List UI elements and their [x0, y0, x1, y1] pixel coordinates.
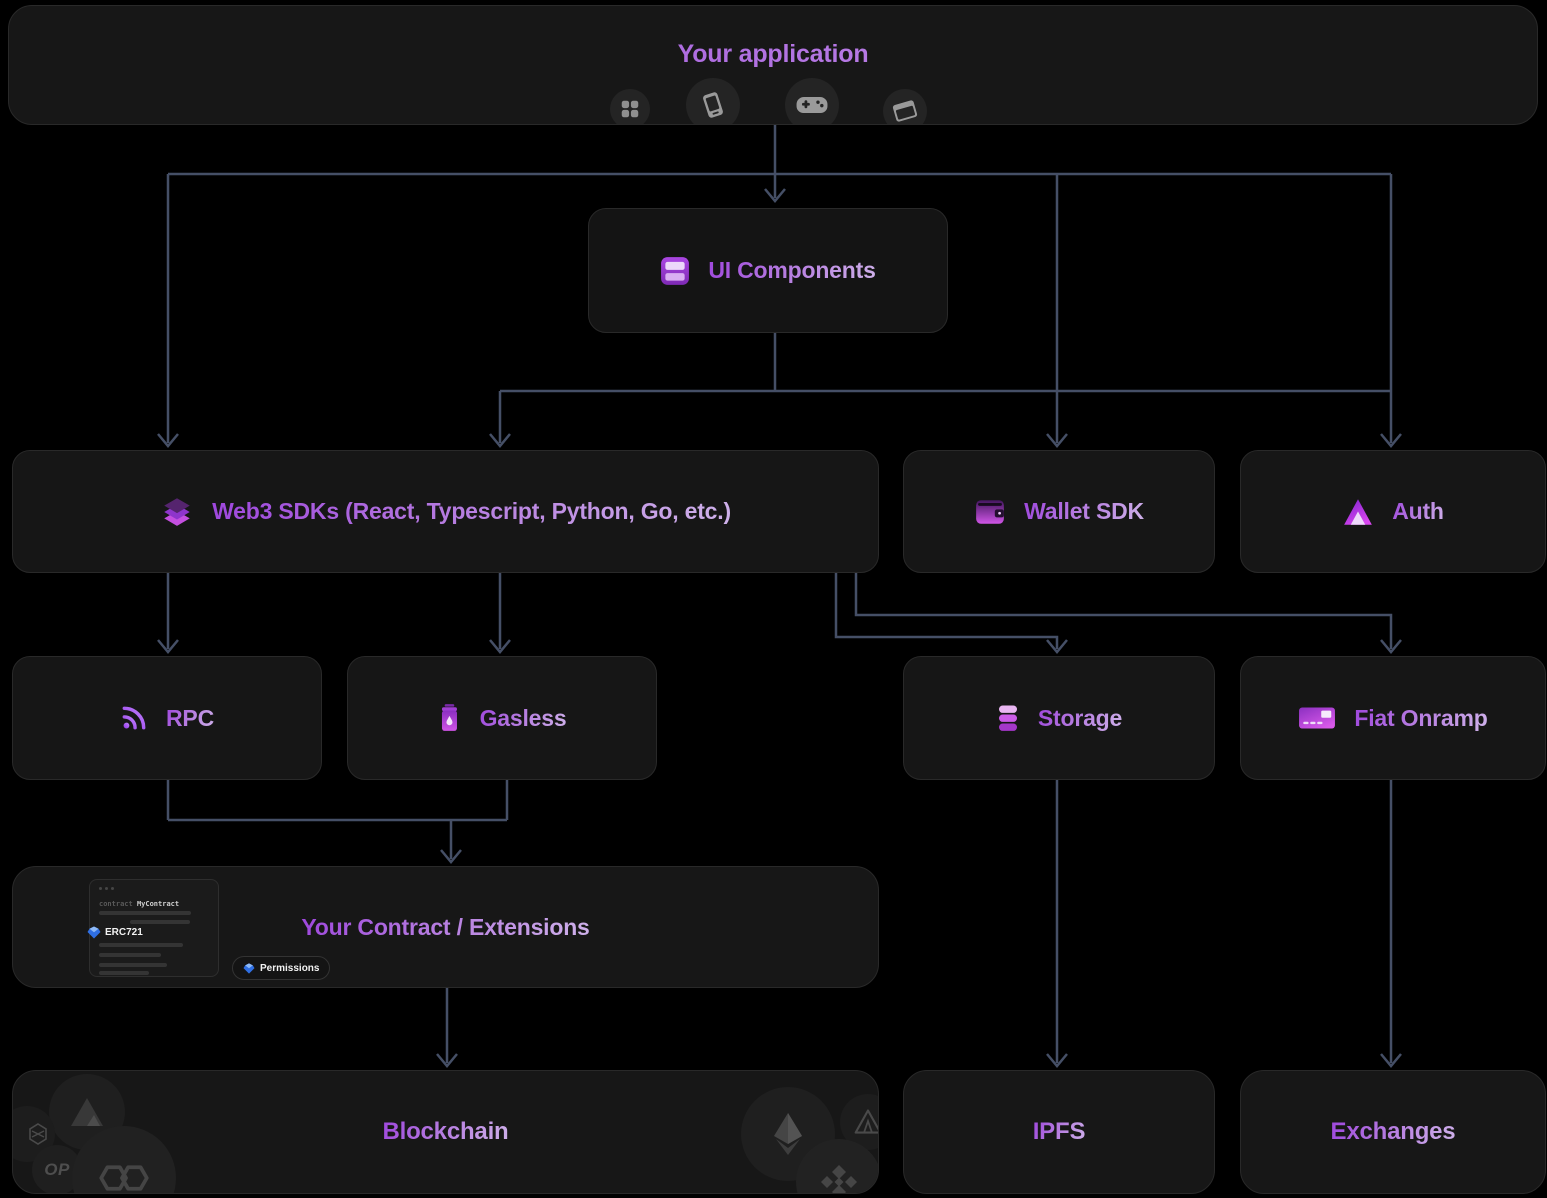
node-label: IPFS	[1032, 1118, 1086, 1145]
window-dots-icon	[99, 887, 114, 890]
node-label: Blockchain	[382, 1118, 509, 1145]
node-gasless: Gasless	[347, 656, 657, 780]
node-label: Wallet SDK	[1024, 498, 1144, 524]
node-label: Gasless	[479, 704, 567, 731]
node-label: Fiat Onramp	[1354, 704, 1488, 731]
platform-badge	[610, 89, 650, 124]
bnb-icon	[821, 1165, 857, 1193]
code-placeholder-bar	[99, 953, 161, 957]
code-placeholder-bar	[99, 943, 183, 947]
avalanche-icon	[71, 1098, 103, 1126]
gem-icon	[243, 962, 255, 974]
optimism-icon: OP	[44, 1160, 70, 1179]
node-label: Auth	[1392, 498, 1444, 524]
code-placeholder-bar	[130, 920, 190, 924]
code-placeholder-bar	[99, 971, 149, 975]
auth-triangle-icon	[1342, 497, 1374, 527]
platform-badge	[686, 78, 740, 124]
browser-window-icon	[892, 100, 918, 122]
node-blockchain: Blockchain OP	[12, 1070, 879, 1194]
contract-code-line: contract MyContract	[99, 900, 179, 908]
fantom-icon	[29, 1123, 47, 1145]
code-placeholder-bar	[99, 911, 191, 915]
node-label: UI Components	[708, 257, 876, 283]
node-wallet-sdk: Wallet SDK	[903, 450, 1215, 573]
node-label: Storage	[1037, 704, 1123, 731]
arbitrum-icon	[854, 1109, 878, 1134]
rpc-rss-icon	[120, 704, 148, 732]
database-icon	[996, 703, 1020, 733]
node-exchanges: Exchanges	[1240, 1070, 1546, 1194]
your-application-box: Your application	[8, 5, 1538, 125]
credit-card-icon	[1298, 704, 1336, 732]
permissions-badge: Permissions	[232, 956, 331, 980]
gas-pump-icon	[438, 703, 462, 733]
node-rpc: RPC	[12, 656, 322, 780]
platform-badge	[785, 78, 839, 124]
chain-badge	[49, 1074, 125, 1150]
node-storage: Storage	[903, 656, 1215, 780]
polygon-icon	[99, 1165, 149, 1191]
smartphone-icon	[703, 92, 723, 118]
layers-icon	[160, 496, 194, 528]
apps-grid-icon	[621, 100, 639, 118]
ethereum-icon	[774, 1113, 802, 1155]
node-fiat-onramp: Fiat Onramp	[1240, 656, 1546, 780]
node-your-contract: Your Contract / Extensions contract MyCo…	[12, 866, 879, 988]
gem-icon	[87, 926, 101, 939]
erc721-label: ERC721	[105, 927, 143, 938]
erc721-badge: ERC721	[87, 926, 143, 939]
code-placeholder-bar	[99, 963, 167, 967]
chain-badge	[796, 1139, 878, 1193]
node-label: Exchanges	[1330, 1118, 1456, 1145]
node-auth: Auth	[1240, 450, 1546, 573]
node-label: Your Contract / Extensions	[301, 913, 590, 940]
gamepad-icon	[796, 97, 828, 113]
permissions-label: Permissions	[260, 962, 320, 974]
page-title: Your application	[9, 40, 1537, 69]
wallet-icon	[974, 498, 1006, 526]
node-web3-sdks: Web3 SDKs (React, Typescript, Python, Go…	[12, 450, 879, 573]
node-ipfs: IPFS	[903, 1070, 1215, 1194]
ui-components-icon	[660, 256, 690, 286]
contract-code-preview: contract MyContract ERC721	[87, 879, 331, 980]
node-label: Web3 SDKs (React, Typescript, Python, Go…	[212, 498, 731, 524]
code-contract-name: MyContract	[136, 900, 180, 908]
node-ui-components: UI Components	[588, 208, 948, 333]
platform-badge	[883, 89, 927, 124]
node-label: RPC	[166, 704, 214, 731]
code-keyword: contract	[99, 900, 137, 908]
